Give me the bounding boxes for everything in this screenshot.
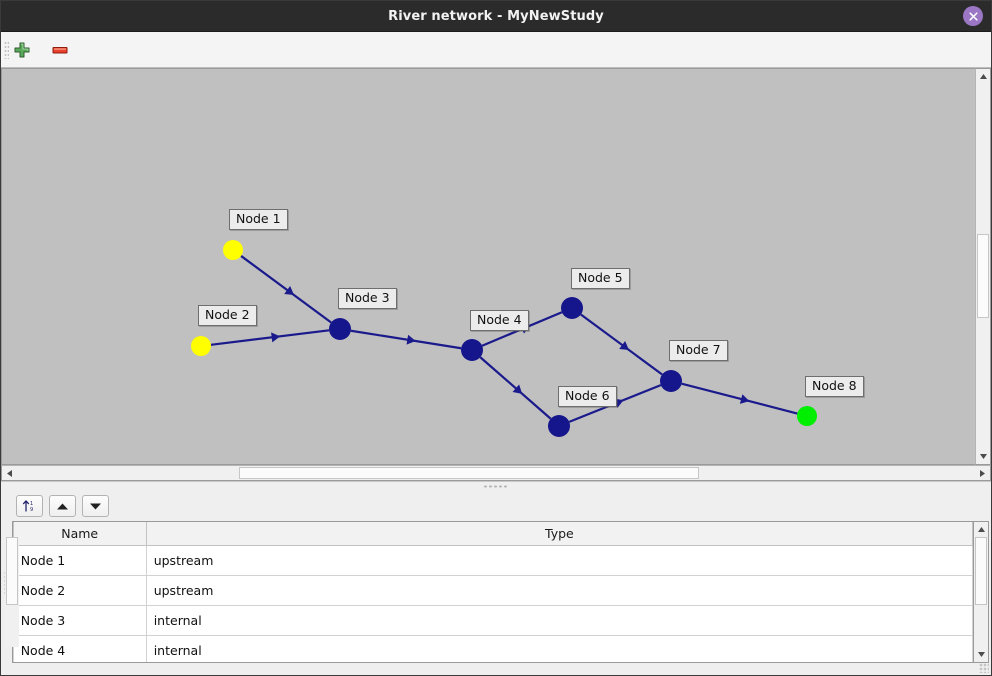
node-label-node-1[interactable]: Node 1 — [229, 209, 288, 230]
nodes-pane-footer — [9, 663, 992, 675]
graph-node-node-3[interactable] — [329, 318, 351, 340]
scroll-up-arrow-icon[interactable] — [976, 69, 990, 84]
reaches-vscroll-thumb[interactable] — [6, 537, 18, 605]
graph-node-node-4[interactable] — [461, 339, 483, 361]
nodes-vscroll-track[interactable] — [974, 537, 989, 647]
node-label-node-2[interactable]: Node 2 — [198, 305, 257, 326]
graph-edge[interactable] — [681, 382, 798, 415]
reaches-vscroll-track[interactable] — [5, 537, 19, 647]
graph-edge[interactable] — [350, 329, 462, 350]
column-header-type[interactable]: Type — [145, 522, 974, 546]
graph-node-node-6[interactable] — [548, 415, 570, 437]
svg-text:9: 9 — [30, 507, 33, 513]
canvas-vscroll-track[interactable] — [976, 84, 990, 449]
cell-type[interactable]: internal — [145, 634, 974, 662]
canvas-vscroll-thumb[interactable] — [977, 234, 989, 318]
graph-node-node-5[interactable] — [561, 297, 583, 319]
cell-name[interactable]: Node 1 — [12, 544, 147, 576]
nodes-scroll-down-arrow-icon[interactable] — [974, 647, 989, 662]
node-label-node-4[interactable]: Node 4 — [470, 310, 529, 331]
resize-grip[interactable] — [979, 663, 989, 673]
node-label-node-3[interactable]: Node 3 — [338, 288, 397, 309]
nodes-scroll-up-arrow-icon[interactable] — [974, 522, 989, 537]
nodes-sort-button[interactable]: 1 9 — [15, 495, 43, 517]
nodes-move-up-button[interactable] — [48, 495, 76, 517]
nodes-vertical-scrollbar[interactable] — [973, 521, 990, 663]
graph-node-node-2[interactable] — [191, 336, 211, 356]
scroll-left-arrow-icon[interactable] — [2, 466, 17, 480]
title-bar: River network - MyNewStudy — [1, 1, 991, 32]
edge-arrowhead — [284, 285, 295, 296]
cell-name[interactable]: Node 2 — [12, 574, 147, 606]
node-label-node-7[interactable]: Node 7 — [669, 340, 728, 361]
graph-node-node-1[interactable] — [223, 240, 243, 260]
cell-type[interactable]: internal — [145, 604, 974, 636]
add-node-icon[interactable] — [11, 39, 33, 61]
splitter-grip — [483, 485, 509, 488]
graph-nodes — [191, 240, 817, 437]
cell-name[interactable]: Node 3 — [12, 604, 147, 636]
reaches-pane-footer — [1, 663, 2, 675]
nodes-vscroll-thumb[interactable] — [975, 537, 988, 605]
graph-canvas-area: Node 1 Node 2 Node 3 Node 4 Node 5 Node 6 Node… — [1, 68, 991, 465]
cell-type[interactable]: upstream — [145, 544, 974, 576]
graph-edge[interactable] — [210, 329, 330, 346]
main-toolbar — [1, 32, 991, 68]
cell-type[interactable]: upstream — [145, 574, 974, 606]
graph-edge[interactable] — [240, 255, 332, 324]
nodes-move-down-button[interactable] — [81, 495, 109, 517]
horizontal-splitter[interactable] — [1, 481, 991, 491]
delete-node-icon[interactable] — [49, 39, 71, 61]
graph-edge[interactable] — [479, 356, 552, 420]
window-title: River network - MyNewStudy — [388, 8, 604, 24]
canvas-hscroll-track[interactable] — [17, 466, 975, 480]
graph-node-node-8[interactable] — [797, 406, 817, 426]
node-label-node-8[interactable]: Node 8 — [805, 376, 864, 397]
river-network-graph — [191, 240, 817, 437]
node-label-node-5[interactable]: Node 5 — [571, 268, 630, 289]
reaches-vertical-scrollbar[interactable] — [4, 521, 20, 663]
svg-text:1: 1 — [30, 501, 33, 507]
graph-node-node-7[interactable] — [660, 370, 682, 392]
edge-arrowhead — [271, 332, 281, 343]
close-icon[interactable] — [963, 6, 983, 26]
river-network-canvas[interactable]: Node 1 Node 2 Node 3 Node 4 Node 5 Node 6 Node… — [1, 68, 975, 465]
edge-arrowhead — [406, 334, 416, 345]
canvas-horizontal-scrollbar[interactable] — [1, 465, 991, 481]
scroll-right-arrow-icon[interactable] — [975, 466, 990, 480]
node-label-node-6[interactable]: Node 6 — [558, 386, 617, 407]
column-header-name[interactable]: Name — [12, 522, 147, 546]
toolbar-drag-handle[interactable] — [4, 40, 9, 59]
canvas-hscroll-thumb[interactable] — [239, 467, 699, 479]
canvas-vertical-scrollbar[interactable] — [975, 68, 991, 465]
edge-arrowhead — [619, 340, 629, 351]
graph-edge[interactable] — [580, 313, 663, 376]
edge-arrowhead — [739, 394, 750, 404]
nodes-toolbar: 1 9 — [10, 491, 991, 521]
edge-arrowhead — [512, 384, 523, 394]
scroll-down-arrow-icon[interactable] — [976, 449, 990, 464]
cell-name[interactable]: Node 4 — [12, 634, 147, 662]
graph-edges — [210, 255, 798, 423]
